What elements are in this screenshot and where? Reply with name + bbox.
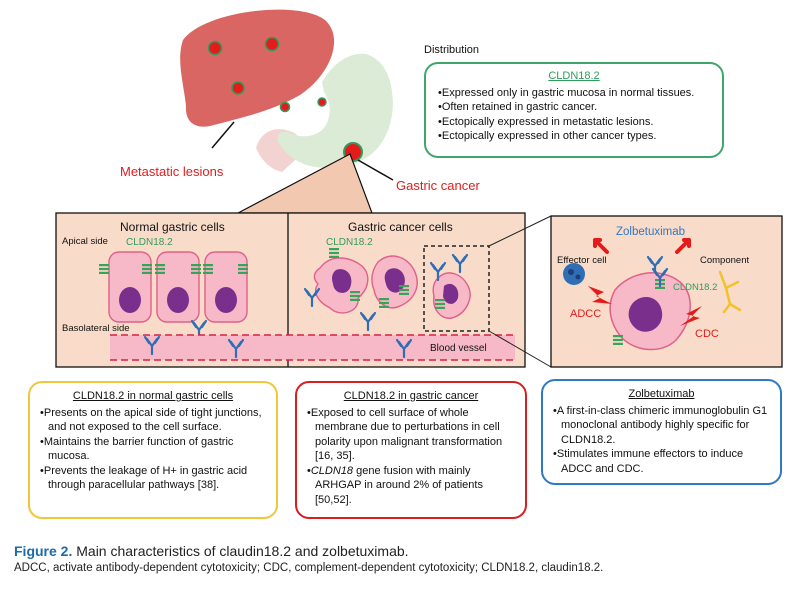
- claudin-surface: [350, 291, 360, 301]
- zolbetuximab-label: Zolbetuximab: [616, 226, 686, 238]
- figure-caption: Figure 2. Main characteristics of claudi…: [14, 543, 794, 574]
- zoom-connector: [488, 330, 552, 368]
- zolbetuximab-box: Zolbetuximab A first-in-class chimeric i…: [541, 379, 782, 485]
- claudin-junction: [99, 264, 109, 274]
- claudin-junction: [203, 264, 213, 274]
- distribution-item: Ectopically expressed in metastatic lesi…: [438, 115, 710, 130]
- cldn-cancer-label: CLDN18.2: [326, 237, 373, 248]
- nucleus: [215, 287, 237, 313]
- metastasis-pointer: [211, 121, 235, 149]
- cldn-normal-label: CLDN18.2: [126, 237, 173, 248]
- normal-box-list: Presents on the apical side of tight jun…: [40, 406, 266, 493]
- cancer-box-list: Exposed to cell surface of whole membran…: [307, 406, 515, 508]
- nucleus: [332, 269, 352, 293]
- stomach-illustration: [256, 53, 393, 172]
- normal-cells: [99, 251, 248, 340]
- figure-number: Figure 2.: [14, 543, 73, 559]
- normal-cells-title: Normal gastric cells: [120, 220, 225, 234]
- gene-name: CLDN18: [310, 464, 354, 477]
- cancer-box-item: CLDN18 gene fusion with mainly ARHGAP in…: [307, 464, 515, 508]
- lesion-dot: [264, 36, 280, 52]
- gastric-cancer-label: Gastric cancer: [396, 178, 480, 193]
- figure-abbreviations: ADCC, activate antibody-dependent cytoto…: [14, 562, 604, 574]
- complement-icon: [718, 270, 742, 314]
- zolb-box-heading: Zolbetuximab: [628, 388, 695, 400]
- effector-cell-label: Effector cell: [557, 255, 607, 266]
- claudin-surface: [435, 299, 445, 309]
- adcc-bolt-icon: [588, 286, 612, 304]
- cancer-box-heading: CLDN18.2 in gastric cancer: [343, 390, 479, 402]
- lesion-dot: [279, 101, 291, 113]
- vessel-lumen: [110, 335, 515, 360]
- lesion-dot: [231, 81, 245, 95]
- claudin-junction: [238, 264, 248, 274]
- blood-vessel-label: Blood vessel: [430, 343, 487, 354]
- gene-fusion-text: gene fusion with mainly ARHGAP in around…: [315, 464, 483, 506]
- distribution-box: CLDN18.2 Expressed only in gastric mucos…: [424, 62, 724, 158]
- claudin-surface: [329, 248, 339, 258]
- distribution-item: Often retained in gastric cancer.: [438, 100, 710, 115]
- nucleus: [628, 297, 663, 332]
- component-label: Component: [700, 255, 750, 266]
- cldn-mechanism-label: CLDN18.2: [673, 282, 718, 293]
- zolb-box-item: A first-in-class chimeric immunoglobulin…: [553, 404, 770, 448]
- gastric-pointer: [357, 159, 394, 181]
- claudin-surface: [613, 335, 623, 345]
- claudin-surface: [379, 298, 389, 308]
- distribution-item: Ectopically expressed in other cancer ty…: [438, 129, 710, 144]
- basolateral-side-label: Basolateral side: [62, 323, 130, 334]
- metastatic-lesions-label: Metastatic lesions: [120, 164, 224, 179]
- arrow-to-effector: [593, 238, 609, 254]
- nucleus: [443, 283, 459, 304]
- claudin-surface: [399, 285, 409, 295]
- figure-title-text: Main characteristics of claudin18.2 and …: [76, 543, 409, 559]
- claudin-junction: [155, 264, 165, 274]
- adcc-label: ADCC: [570, 308, 602, 320]
- normal-box-item: Prevents the leakage of H+ in gastric ac…: [40, 464, 266, 493]
- mechanism-illustration: [563, 238, 742, 351]
- blood-vessel: [110, 334, 515, 361]
- nucleus: [119, 287, 141, 313]
- effector-cell-icon: [563, 263, 585, 285]
- normal-box-heading: CLDN18.2 in normal gastric cells: [72, 390, 234, 402]
- cancer-cells-box: CLDN18.2 in gastric cancer Exposed to ce…: [295, 381, 527, 519]
- apical-side-label: Apical side: [62, 236, 108, 247]
- distribution-item: Expressed only in gastric mucosa in norm…: [438, 86, 710, 101]
- nucleus: [167, 287, 189, 313]
- cdc-bolt-icon: [680, 306, 702, 326]
- cancer-cells: [303, 248, 471, 332]
- normal-cells-box: CLDN18.2 in normal gastric cells Present…: [28, 381, 278, 519]
- figure-title: Figure 2. Main characteristics of claudi…: [14, 543, 794, 559]
- claudin-junction: [142, 264, 152, 274]
- zoom-connector: [488, 215, 552, 247]
- distribution-title: Distribution: [424, 44, 480, 56]
- liver-illustration: [180, 9, 335, 127]
- arrow-to-component: [675, 238, 691, 254]
- normal-box-item: Presents on the apical side of tight jun…: [40, 406, 266, 435]
- lesion-dot: [317, 97, 327, 107]
- zolb-box-item: Stimulates immune effectors to induce AD…: [553, 447, 770, 476]
- zoom-box: [423, 245, 490, 332]
- lesion-dot: [207, 40, 223, 56]
- claudin-junction: [191, 264, 201, 274]
- distribution-heading: CLDN18.2: [548, 70, 600, 82]
- cdc-label: CDC: [695, 328, 719, 340]
- normal-box-item: Maintains the barrier function of gastri…: [40, 435, 266, 464]
- cancer-cells-title: Gastric cancer cells: [348, 220, 453, 234]
- distribution-list: Expressed only in gastric mucosa in norm…: [438, 86, 710, 144]
- cancer-box-item: Exposed to cell surface of whole membran…: [307, 406, 515, 464]
- zolb-box-list: A first-in-class chimeric immunoglobulin…: [553, 404, 770, 477]
